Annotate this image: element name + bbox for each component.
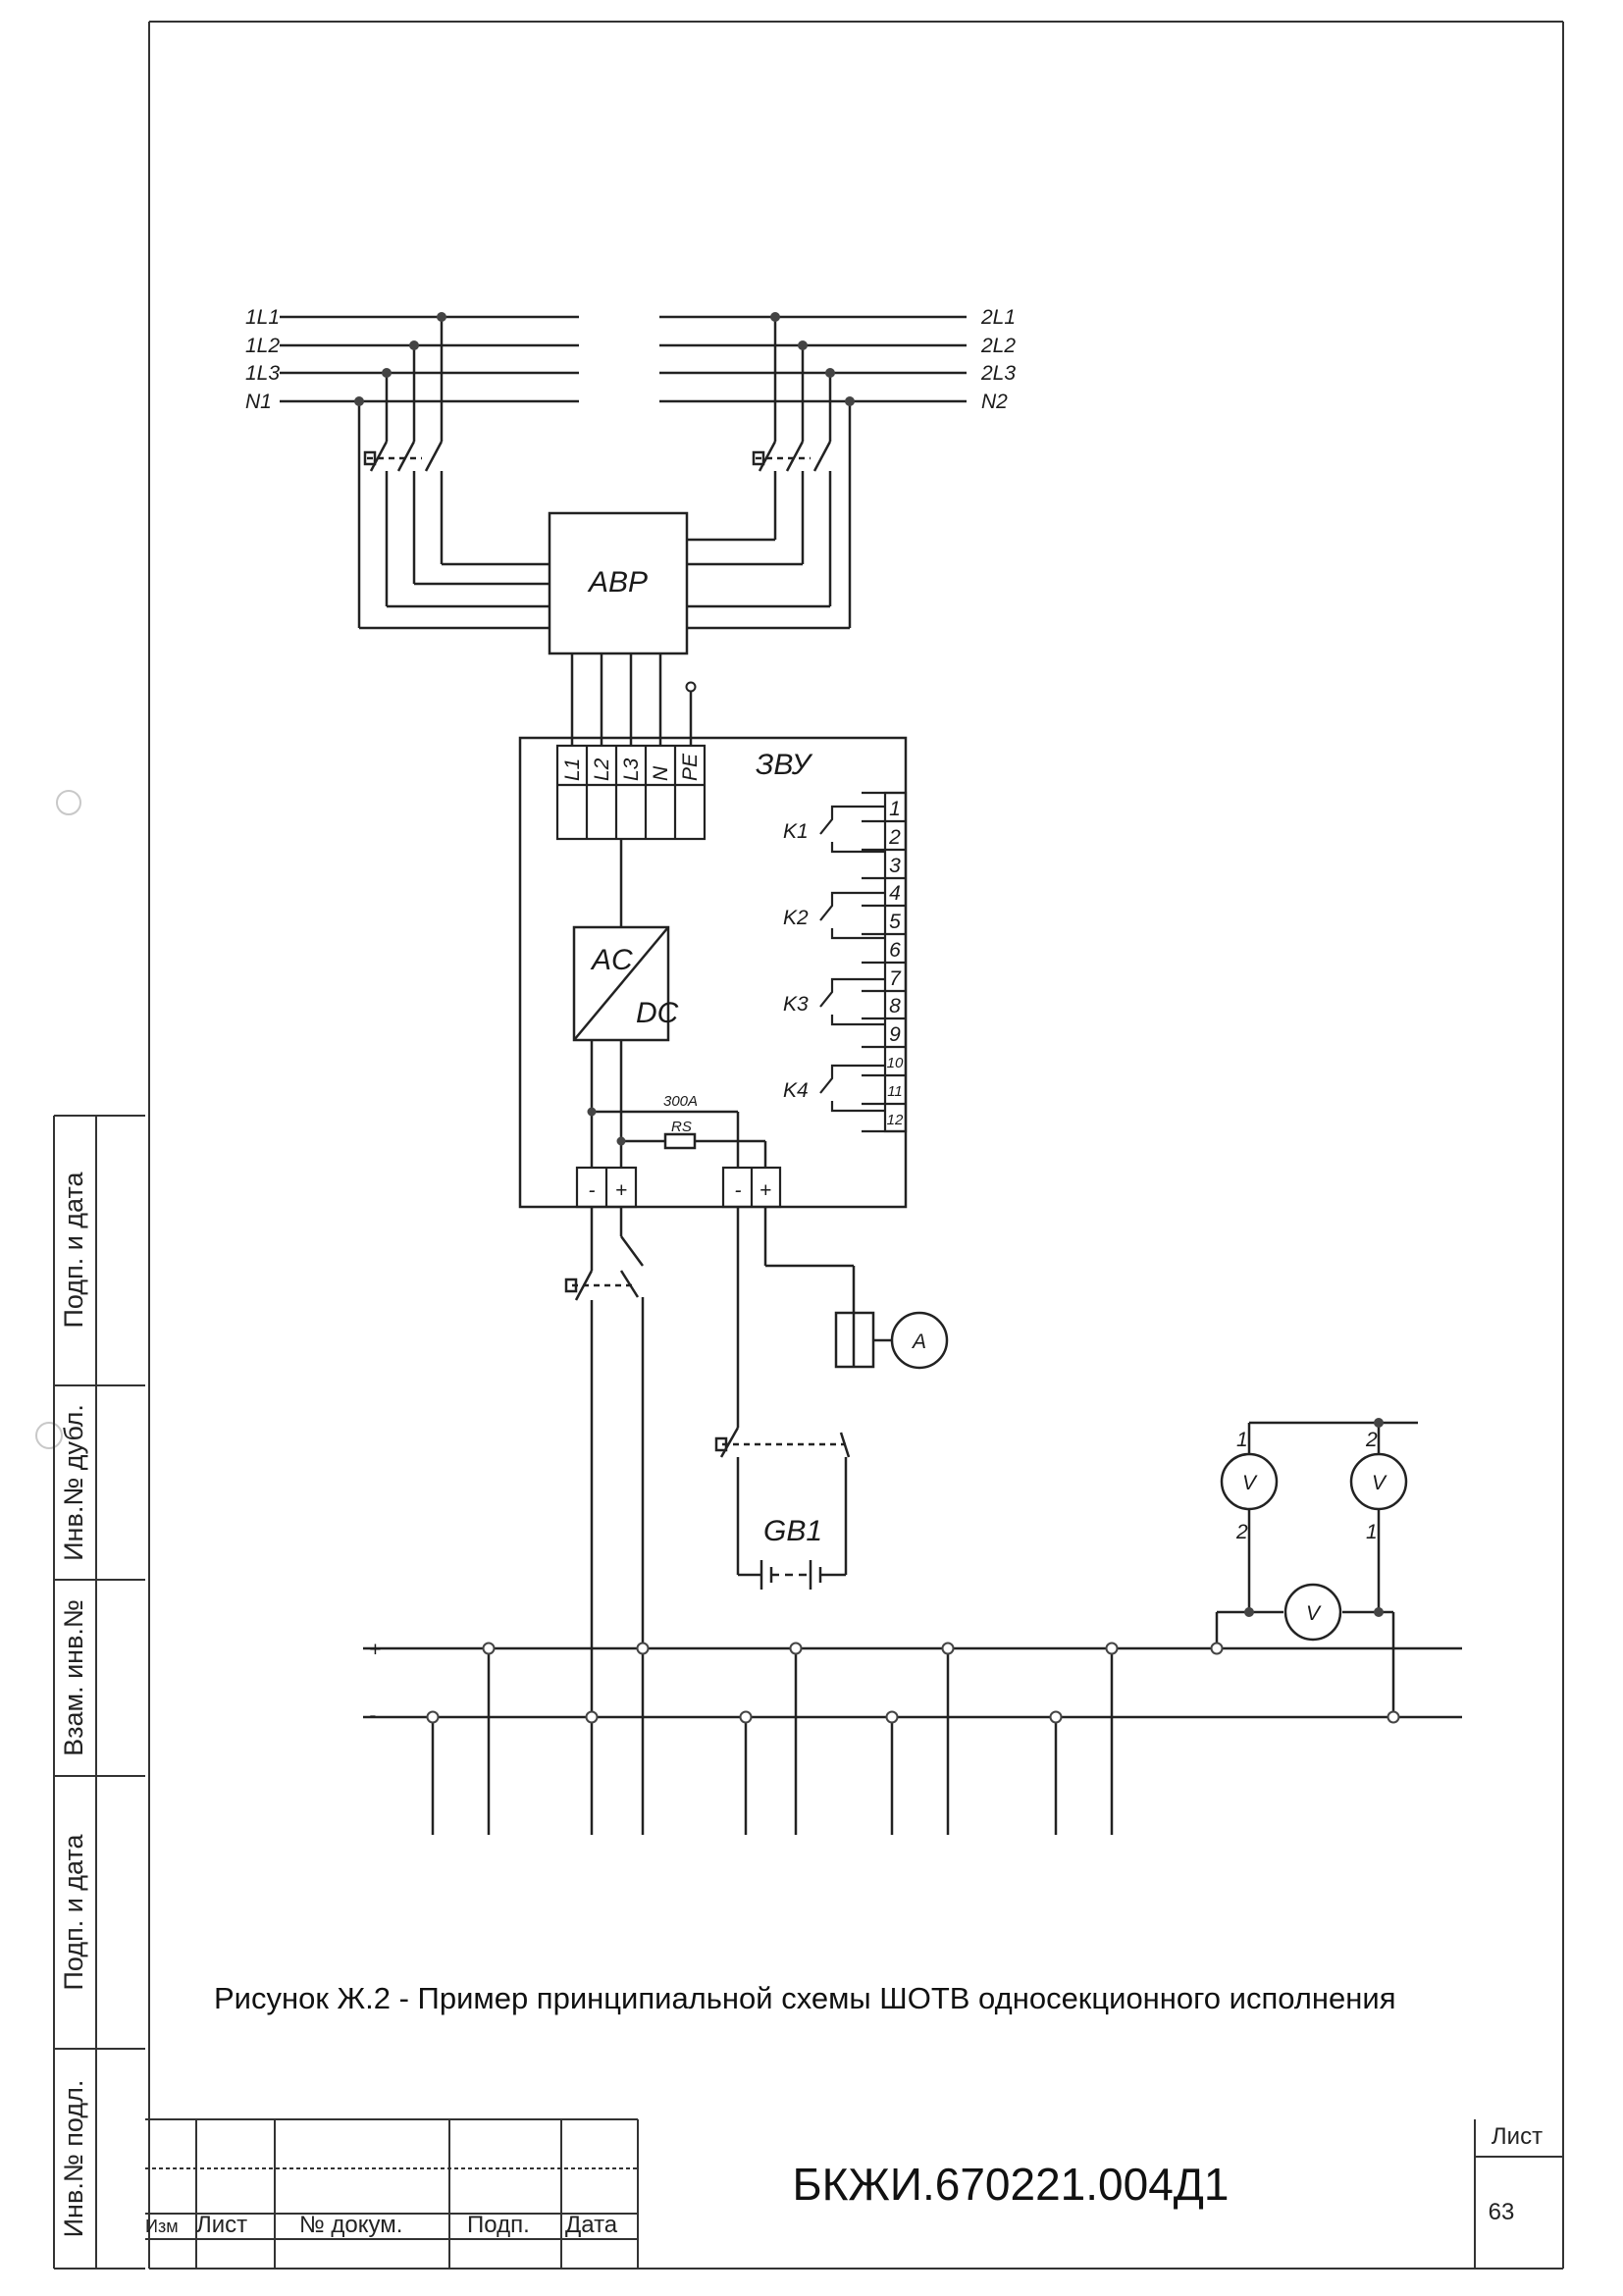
- title-col-sheet: Лист: [196, 2212, 247, 2238]
- drawing-frame: [148, 21, 1564, 2270]
- relay-k2-label: K2: [783, 907, 809, 929]
- avr-output-wiring: [570, 653, 693, 746]
- dc-output-terminals: [575, 1166, 782, 1209]
- relay-terminal-7: 7: [889, 967, 902, 990]
- side-stamp: [53, 1115, 145, 2270]
- terminal-l3: L3: [620, 757, 643, 781]
- dc-junction-minus: [587, 1107, 597, 1117]
- voltmeter-bottom: [1283, 1583, 1342, 1642]
- punch-hole-top: [56, 790, 81, 815]
- dc-internal-wiring: [590, 1040, 767, 1168]
- voltmeter-right-bottom-pin: 1: [1366, 1521, 1378, 1543]
- sheet-label: Лист: [1492, 2123, 1543, 2150]
- relay-k4-label: K4: [783, 1079, 809, 1102]
- voltmeter-left: [1220, 1452, 1279, 1511]
- side-stamp-inv-orig: Инв.№ подл.: [59, 2080, 88, 2238]
- relay-terminal-10: 10: [887, 1055, 904, 1071]
- dc-junction-plus: [616, 1136, 626, 1146]
- relay-contacts: [819, 805, 885, 1113]
- phase-label-1l1: 1L1: [245, 306, 280, 329]
- voltmeter-right: [1349, 1452, 1408, 1511]
- relay-terminal-2: 2: [888, 826, 901, 849]
- ammeter-branch: [763, 1207, 875, 1369]
- converter-ac-label: AC: [590, 944, 633, 976]
- zvu-input-terminal-strip: [555, 744, 707, 841]
- voltmeter-bottom-label: V: [1306, 1602, 1322, 1625]
- relay-terminal-12: 12: [887, 1112, 904, 1128]
- title-col-doc: № докум.: [299, 2212, 402, 2238]
- phase-label-n1: N1: [245, 391, 272, 413]
- title-col-sign: Подп.: [467, 2212, 530, 2238]
- left-junction-dots: [354, 312, 446, 406]
- battery-branch: [714, 1207, 851, 1590]
- converter-dc-label: DC: [636, 997, 679, 1029]
- avr-block: [548, 511, 689, 655]
- relay-terminal-strip: [862, 791, 908, 1133]
- title-col-date: Дата: [565, 2212, 618, 2238]
- pe-ground-terminal: [685, 681, 697, 693]
- terminal-l1: L1: [561, 758, 584, 781]
- side-stamp-replace-inv: Взам. инв.№: [59, 1599, 88, 1756]
- shunt-name: RS: [671, 1119, 692, 1135]
- input-lines-right: [659, 315, 967, 403]
- terminal-pe: PE: [679, 753, 702, 781]
- avr-label: АВР: [587, 566, 648, 599]
- relay-terminal-4: 4: [889, 882, 901, 905]
- relay-k3-label: K3: [783, 993, 809, 1016]
- left-feeder-wiring: [357, 317, 550, 630]
- side-stamp-inv-dupl: Инв.№ дубл.: [59, 1404, 88, 1561]
- voltmeter-left-bottom-pin: 2: [1235, 1521, 1248, 1543]
- relay-terminal-11: 11: [887, 1083, 903, 1100]
- title-col-change: Изм: [145, 2217, 179, 2236]
- voltmeter-right-label: V: [1372, 1472, 1387, 1494]
- relay-terminal-1: 1: [889, 798, 901, 820]
- relay-terminal-9: 9: [889, 1023, 901, 1046]
- battery-terminal-plus: +: [759, 1179, 771, 1202]
- input-lines-left: [280, 315, 579, 403]
- phase-label-1l2: 1L2: [245, 335, 280, 357]
- relay-terminal-8: 8: [889, 995, 901, 1018]
- voltmeter-left-top-pin: 1: [1236, 1429, 1248, 1451]
- voltmeter-left-label: V: [1242, 1472, 1258, 1494]
- title-block-grid: [145, 2118, 1563, 2269]
- zvu-label: ЗВУ: [756, 749, 813, 781]
- side-stamp-sign-date-top: Подп. и дата: [59, 1171, 88, 1328]
- load-breaker: [564, 1207, 645, 1835]
- relay-terminal-6: 6: [889, 939, 901, 962]
- bus-minus-label: -: [369, 1704, 376, 1727]
- figure-caption: Рисунок Ж.2 - Пример принципиальной схем…: [214, 1981, 1395, 2015]
- shunt-rating: 300A: [663, 1093, 698, 1110]
- phase-label-2l1: 2L1: [980, 306, 1016, 329]
- side-stamp-sign-date-bottom: Подп. и дата: [59, 1833, 88, 1990]
- terminal-l2: L2: [591, 757, 613, 781]
- punch-hole-bottom: [35, 1422, 63, 1449]
- sheet-number: 63: [1489, 2199, 1515, 2225]
- right-feeder-wiring: [687, 317, 852, 630]
- feeder-drops: [431, 1648, 1114, 1835]
- phase-label-n2: N2: [981, 391, 1008, 413]
- ac-dc-converter: [572, 925, 670, 1042]
- relay-terminal-5: 5: [889, 911, 901, 933]
- document-number: БКЖИ.670221.004Д1: [792, 2159, 1229, 2210]
- relay-k1-label: K1: [783, 820, 809, 843]
- voltmeter-right-top-pin: 2: [1365, 1429, 1378, 1451]
- battery-label: GB1: [763, 1515, 822, 1547]
- right-junction-dots: [770, 312, 855, 406]
- voltmeter-junction-dots: [1244, 1418, 1384, 1617]
- bus-junction-dots: [426, 1642, 1400, 1724]
- bus-plus-label: +: [369, 1639, 381, 1661]
- load-terminal-minus: -: [589, 1179, 596, 1202]
- ammeter-label: A: [911, 1331, 926, 1353]
- dc-bus-lines: [363, 1646, 1462, 1719]
- terminal-n: N: [650, 765, 672, 781]
- load-terminal-plus: +: [615, 1179, 627, 1202]
- phase-label-2l3: 2L3: [980, 362, 1016, 385]
- relay-terminal-3: 3: [889, 855, 901, 877]
- battery-terminal-minus: -: [735, 1179, 742, 1202]
- phase-label-1l3: 1L3: [245, 362, 280, 385]
- phase-label-2l2: 2L2: [980, 335, 1016, 357]
